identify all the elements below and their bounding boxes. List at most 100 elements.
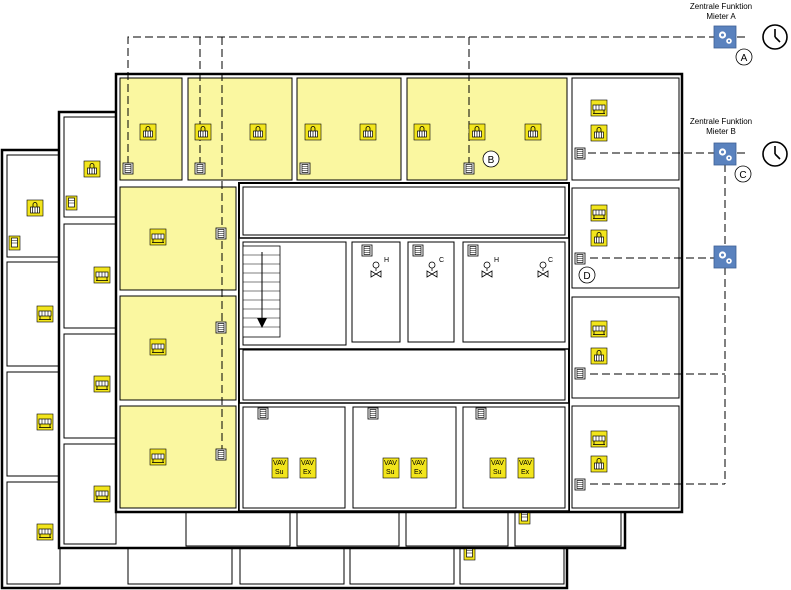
room-controller-icon [574, 147, 586, 160]
vav-label: VAV [491, 460, 504, 467]
exhaust-label: Ex [303, 469, 312, 476]
exhaust-label: Ex [521, 469, 530, 476]
central-function-tenant-a: Zentrale Funktion Mieter A [690, 2, 788, 50]
fan-coil-icon [590, 204, 608, 222]
vav-unit: VAV VAV Su Ex [489, 457, 535, 479]
room-controller-icon [361, 244, 373, 257]
fan-coil-icon [590, 320, 608, 338]
gear-icon[interactable] [713, 25, 737, 49]
marker-b: B [482, 150, 500, 168]
shaft-room [407, 241, 455, 343]
clock-icon[interactable] [762, 141, 788, 167]
fan-coil-icon [93, 485, 111, 503]
fan-coil-icon [36, 305, 54, 323]
fan-coil-icon [590, 430, 608, 448]
gear-icon[interactable] [713, 142, 737, 166]
stairs [242, 245, 281, 338]
central-function-tenant-b: Zentrale Funktion Mieter B [690, 117, 788, 167]
vav-unit: VAV VAV Su Ex [271, 457, 317, 479]
valve-label: H [384, 257, 389, 264]
room-controller-icon [122, 162, 134, 175]
marker-a: A [735, 48, 753, 66]
central-function-subtitle: Mieter A [706, 12, 736, 21]
radiator-icon [359, 123, 377, 141]
tenant-b-room [571, 405, 680, 509]
room-controller-icon [574, 478, 586, 491]
fan-coil-icon [149, 448, 167, 466]
clock-icon[interactable] [762, 24, 788, 50]
room-controller-icon [463, 162, 475, 175]
vav-label: VAV [412, 460, 425, 467]
fan-coil-icon [590, 99, 608, 117]
valve-label: C [548, 257, 553, 264]
vav-label: VAV [273, 460, 286, 467]
vav-room [352, 406, 457, 509]
stair-arrow-icon [257, 252, 267, 328]
fan-coil-icon [149, 228, 167, 246]
room-controller-icon [299, 162, 311, 175]
radiator-icon [590, 455, 608, 473]
tenant-b-room [571, 77, 680, 181]
marker-d: D [578, 266, 596, 284]
fan-coil-icon [36, 413, 54, 431]
supply-label: Su [386, 469, 395, 476]
tenant-a-room [119, 295, 237, 401]
vav-label: VAV [384, 460, 397, 467]
radiator-icon [304, 123, 322, 141]
radiator-icon [590, 229, 608, 247]
radiator-icon [26, 199, 44, 217]
supply-label: Su [493, 469, 502, 476]
supply-label: Su [275, 469, 284, 476]
valve-label: C [439, 257, 444, 264]
radiator-icon [524, 123, 542, 141]
front-floor [114, 72, 684, 514]
vav-room [462, 406, 566, 509]
radiator-icon [249, 123, 267, 141]
marker-label: D [583, 271, 590, 282]
vav-equipment: VAV VAV Su Ex VAV VAV Su Ex VAV VAV Su E… [257, 407, 535, 479]
shaft-room [462, 241, 566, 343]
radiator-icon [468, 123, 486, 141]
room-controller-icon [194, 162, 206, 175]
room-controller-icon [257, 407, 269, 420]
fan-coil-icon [93, 266, 111, 284]
marker-label: B [488, 155, 495, 166]
bus-lines [127, 36, 749, 485]
corridor [242, 349, 566, 401]
marker-label: C [739, 170, 746, 181]
room-controller-icon [574, 252, 586, 265]
room-controller-icon [412, 244, 424, 257]
exhaust-label: Ex [414, 469, 423, 476]
shaft-room [351, 241, 401, 343]
radiator-icon [590, 347, 608, 365]
room-controller-icon [467, 244, 479, 257]
vav-room [242, 406, 346, 509]
room-controller-icon [574, 367, 586, 380]
radiator-icon [194, 123, 212, 141]
tenant-b-room [571, 296, 680, 399]
room-controller-icon [367, 407, 379, 420]
radiator-icon [83, 160, 101, 178]
central-function-subtitle: Mieter B [706, 127, 736, 136]
vav-unit: VAV VAV Su Ex [382, 457, 428, 479]
fan-coil-icon [149, 338, 167, 356]
radiator-icon [413, 123, 431, 141]
fan-coil-icon [36, 523, 54, 541]
room-controller-icon [8, 235, 21, 251]
fan-coil-icon [93, 375, 111, 393]
corridor [242, 186, 566, 236]
radiator-icon [139, 123, 157, 141]
vav-label: VAV [301, 460, 314, 467]
vav-label: VAV [519, 460, 532, 467]
room-controller-icon [475, 407, 487, 420]
room-controller-icon [215, 448, 227, 461]
room-controller-icon [65, 195, 78, 211]
gear-icon[interactable] [713, 245, 737, 269]
radiator-icon [590, 124, 608, 142]
room-controller-icon [215, 321, 227, 334]
central-function-title: Zentrale Funktion [690, 2, 752, 11]
shaft-equipment: H C H C [361, 244, 553, 278]
central-function-title: Zentrale Funktion [690, 117, 752, 126]
marker-label: A [741, 53, 748, 64]
